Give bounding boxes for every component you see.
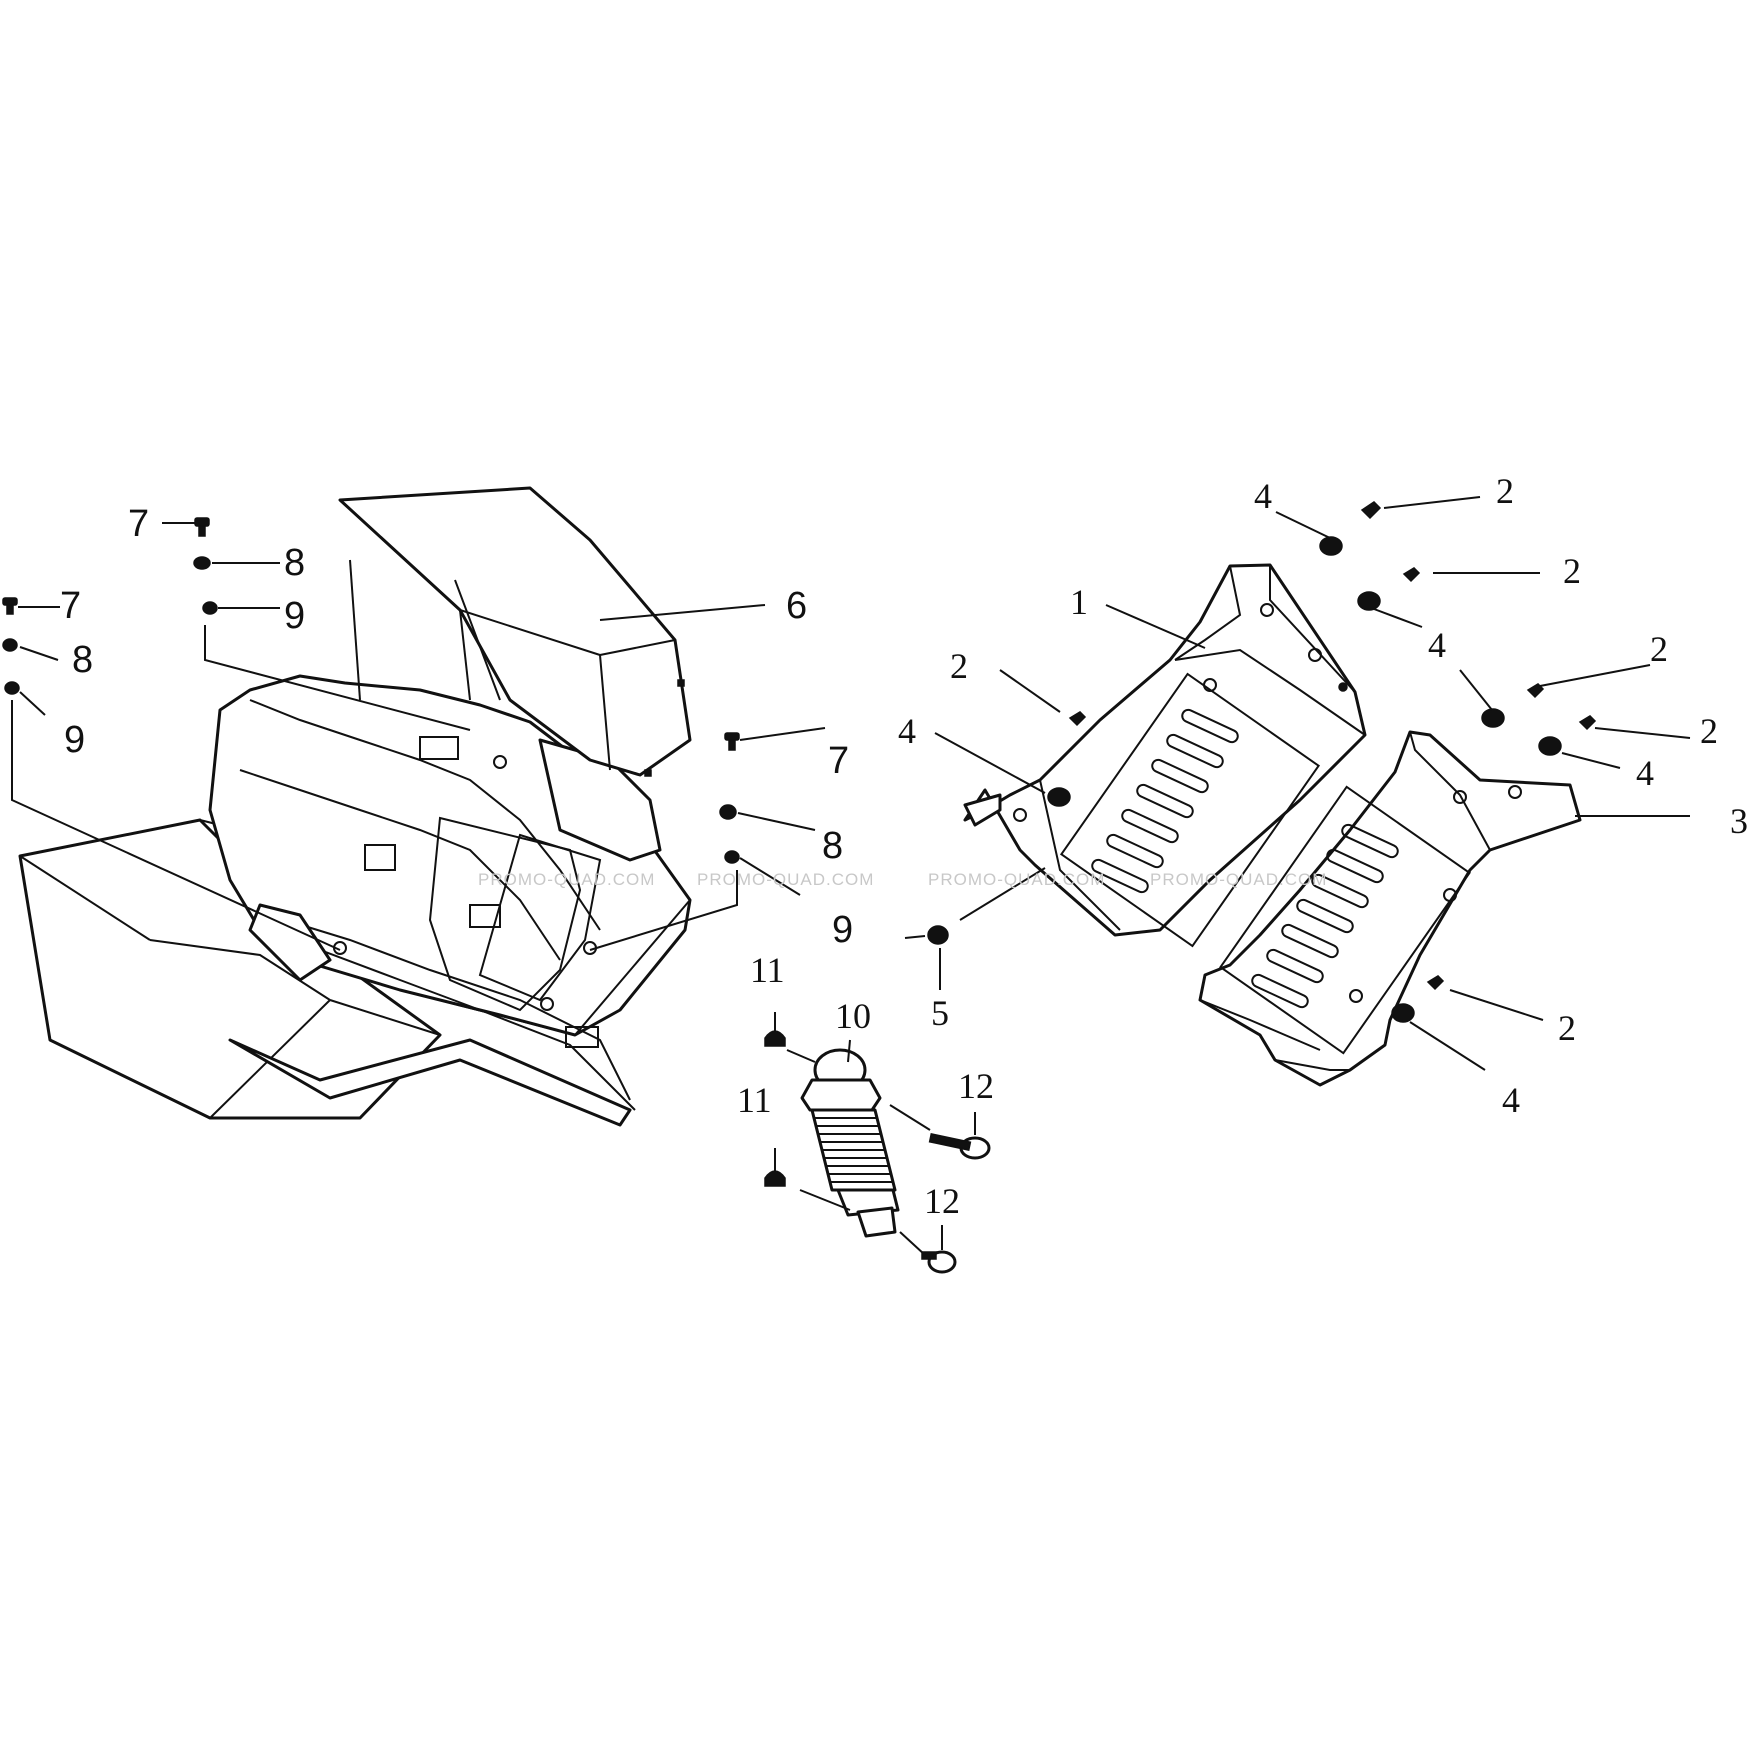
callout-5: 5 [931,993,949,1033]
callout-9: 9 [832,909,853,951]
callout-12: 12 [958,1066,994,1106]
callout-4: 4 [1428,625,1446,665]
shock-absorber [800,1039,900,1238]
bolt-icon [194,517,210,537]
washer-icon [2,638,18,652]
footrest-grip-slots [1251,823,1399,1009]
nut-icon [764,1030,786,1047]
callout-labels: 7 8 9 7 8 9 6 7 8 9 11 10 12 11 12 4 2 2… [60,471,1748,1221]
washer-icon [193,556,211,570]
bolt-icon [2,597,18,615]
nut-icon [202,601,218,615]
callout-7: 7 [828,740,849,782]
nut-icon [764,1170,786,1187]
callout-4: 4 [1254,476,1272,516]
callout-2: 2 [1558,1008,1576,1048]
right-footrest-plate [1198,730,1582,1087]
bolt-icon [921,1250,957,1274]
watermark-text: PROMO-QUAD.COM [478,870,655,889]
watermarks: PROMO-QUAD.COM PROMO-QUAD.COM PROMO-QUAD… [478,870,1327,889]
watermark-text: PROMO-QUAD.COM [928,870,1105,889]
callout-7: 7 [128,503,149,545]
left-footrest-plate [963,563,1367,948]
watermark-text: PROMO-QUAD.COM [1150,870,1327,889]
callout-2: 2 [1650,629,1668,669]
callout-11: 11 [750,950,785,990]
rear-fender-assembly [18,486,692,1127]
callout-8: 8 [72,639,93,681]
callout-3: 3 [1730,801,1748,841]
callout-8: 8 [822,825,843,867]
callout-2: 2 [1496,471,1514,511]
screw-icon [1402,567,1421,583]
washer-icon [719,804,737,820]
shock-spring [810,1108,897,1192]
callout-4: 4 [1636,753,1654,793]
callout-2: 2 [1563,551,1581,591]
callout-12: 12 [924,1181,960,1221]
callout-2: 2 [950,646,968,686]
callout-9: 9 [64,719,85,761]
callout-8: 8 [284,542,305,584]
callout-10: 10 [835,996,871,1036]
nut-icon [927,925,949,945]
screw-icon [1526,683,1545,699]
nut-icon [1538,736,1562,756]
watermark-text: PROMO-QUAD.COM [697,870,874,889]
nut-icon [1319,536,1343,556]
callout-4: 4 [898,711,916,751]
fender-tail [228,903,632,1127]
bolt-icon [724,732,740,751]
screw-icon [1578,715,1597,731]
callout-11: 11 [737,1080,772,1120]
screw-icon [1068,711,1087,727]
nut-icon [1481,708,1505,728]
screw-icon [1426,975,1445,991]
screw-icon [1360,501,1382,520]
footrest-grip-slots [1091,708,1239,894]
nut-icon [724,850,740,864]
nut-icon [1357,591,1381,611]
callout-1: 1 [1070,582,1088,622]
storage-box-lid [338,486,692,777]
callout-7: 7 [60,585,81,627]
callout-2: 2 [1700,711,1718,751]
nut-icon [1047,787,1071,807]
nut-icon [1391,1003,1415,1023]
left-hardware [2,517,991,1274]
callout-4: 4 [1502,1080,1520,1120]
bolt-icon [928,1133,991,1160]
callout-9: 9 [284,595,305,637]
nut-icon [4,681,20,695]
leader-lines [11,496,1691,1256]
left-mudguard [18,818,442,1120]
footrest-hardware [927,501,1597,1023]
callout-6: 6 [786,585,807,627]
